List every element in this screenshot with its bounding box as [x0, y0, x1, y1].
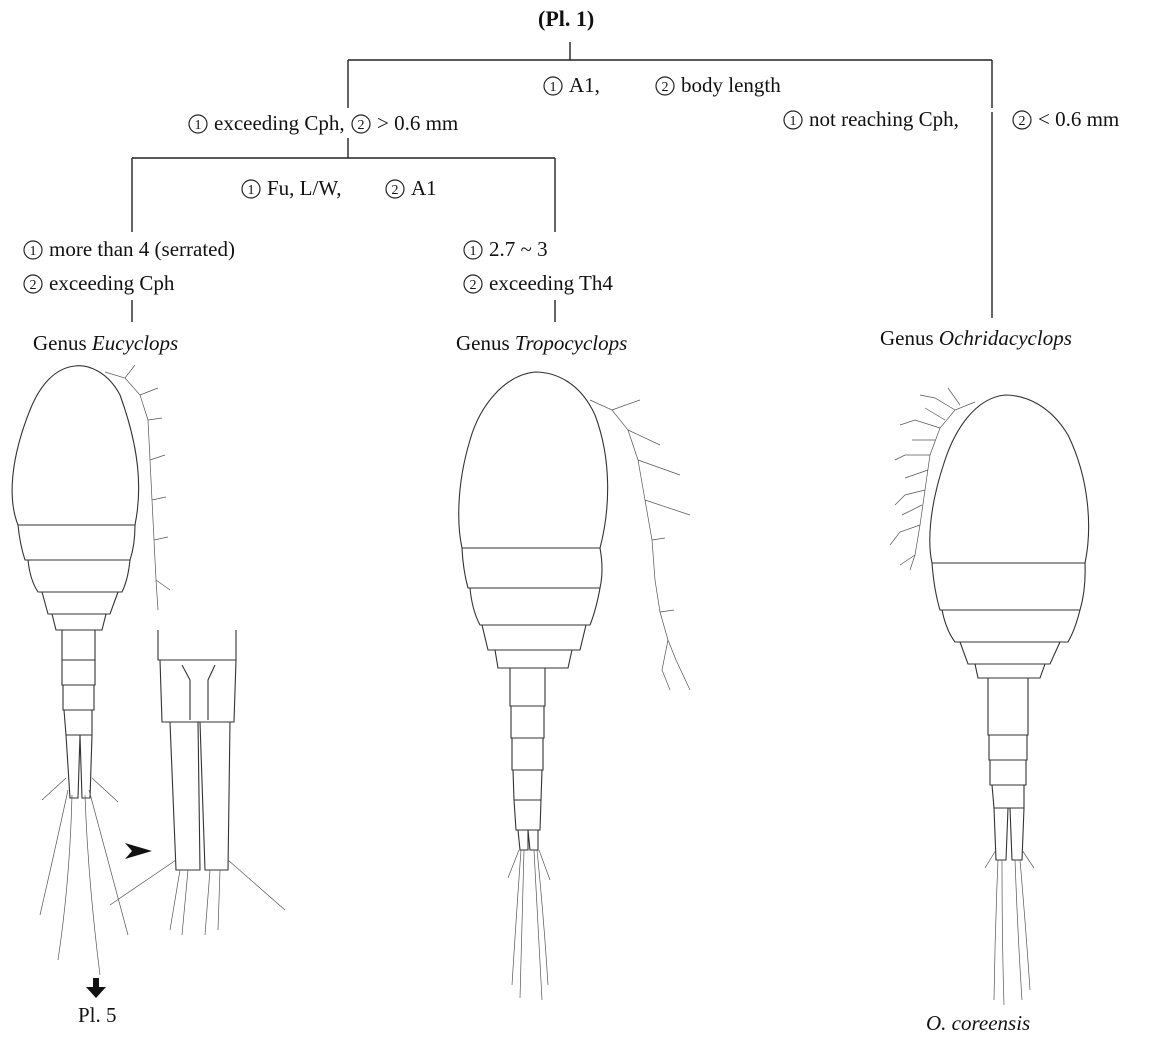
marker-right-2: 2 — [1019, 114, 1026, 129]
marker-tropo-2: 2 — [470, 278, 477, 293]
plate-title: (Pl. 1) — [538, 8, 594, 30]
genus-tropocyclops-label: Genus Tropocyclops — [456, 333, 627, 354]
branch-right-1: not reaching Cph, — [809, 109, 959, 130]
root-question-2: body length — [681, 75, 781, 96]
marker-right-1: 1 — [790, 114, 797, 129]
branch-right-2: < 0.6 mm — [1038, 109, 1119, 130]
next-plate-reference[interactable]: Pl. 5 — [78, 1005, 117, 1026]
genus-ochridacyclops-name: Ochridacyclops — [939, 326, 1072, 350]
sub-question-2: A1 — [411, 178, 437, 199]
eucyclops-habitus-illustration — [12, 365, 170, 975]
marker-root-2: 2 — [662, 80, 669, 95]
eucyclops-criterion-2: exceeding Cph — [49, 273, 174, 294]
genus-word: Genus — [456, 331, 510, 355]
marker-euc-1: 1 — [30, 244, 37, 259]
species-name-label: O. coreensis — [926, 1013, 1030, 1034]
genus-ochridacyclops-label: Genus Ochridacyclops — [880, 328, 1072, 349]
ochridacyclops-habitus-illustration — [890, 388, 1089, 1005]
marker-sub-2: 2 — [392, 183, 399, 198]
genus-word: Genus — [33, 331, 87, 355]
genus-word: Genus — [880, 326, 934, 350]
marker-tropo-1: 1 — [470, 244, 477, 259]
tropocyclops-criterion-1: 2.7 ~ 3 — [489, 239, 548, 260]
eucyclops-criterion-1: more than 4 (serrated) — [49, 239, 235, 260]
sub-question-1: Fu, L/W, — [267, 178, 341, 199]
genus-tropocyclops-name: Tropocyclops — [515, 331, 627, 355]
branch-left-1: exceeding Cph, — [214, 113, 345, 134]
marker-left-2: 2 — [358, 118, 365, 133]
down-arrow-icon — [86, 978, 106, 998]
branch-left-2: > 0.6 mm — [377, 113, 458, 134]
tropocyclops-criterion-2: exceeding Th4 — [489, 273, 613, 294]
marker-root-1: 1 — [550, 80, 557, 95]
eucyclops-furca-detail-illustration — [110, 630, 285, 935]
marker-euc-2: 2 — [30, 278, 37, 293]
root-question-1: A1, — [569, 75, 600, 96]
genus-eucyclops-name: Eucyclops — [92, 331, 178, 355]
arrowhead-pointer-icon — [125, 843, 152, 859]
marker-sub-1: 1 — [248, 183, 255, 198]
marker-left-1: 1 — [195, 118, 202, 133]
tropocyclops-habitus-illustration — [459, 372, 690, 1000]
genus-eucyclops-label: Genus Eucyclops — [33, 333, 178, 354]
